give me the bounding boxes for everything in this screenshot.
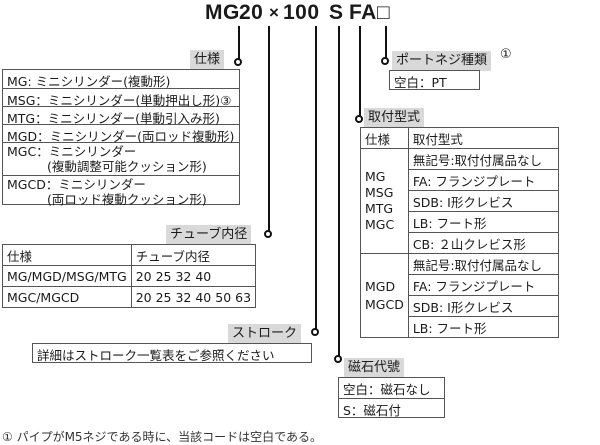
table-row: MG/MGD/MSG/MTG 20 25 32 40	[2, 265, 257, 287]
connector-dot-stroke	[311, 328, 319, 336]
bore-header-row: 仕様 チューブ内径	[2, 244, 257, 266]
connector-dot-port	[381, 57, 389, 65]
table-row: SDB: I形クレビス	[361, 295, 559, 317]
magnet-item: S：磁石付	[339, 398, 444, 418]
model-msg: MSG	[365, 185, 394, 200]
mount-header-spec: 仕様	[360, 127, 409, 149]
spec-title: 仕様	[190, 50, 225, 70]
bore-title: チューブ内径	[166, 225, 252, 245]
model-mgc: MGC	[365, 217, 395, 232]
spec-item-mgcd: MGCD：ミニシリンダー (両ロッド複動クッション形)	[3, 175, 239, 207]
mount-group1-models: MG MSG MTG MGC	[360, 148, 409, 254]
mount-header-row: 仕様 取付型式	[360, 127, 559, 149]
bore-sizes: 20 25 32 40	[130, 265, 257, 287]
port-title: ポートネジ種類	[392, 51, 492, 71]
spec-item-mgc: MGC：ミニシリンダー (複動調整可能クッション形)	[3, 142, 239, 175]
model-mgcd: MGCD	[365, 296, 404, 312]
spec-item: MSG：ミニシリンダー(単動押出し形)③	[3, 88, 239, 108]
code-magnet: S	[329, 1, 344, 24]
model-mg: MG	[365, 169, 386, 184]
model-mgd: MGD	[365, 278, 396, 294]
connector-dot-magnet	[334, 355, 342, 363]
bore-spec: MGC/MGCD	[2, 286, 132, 308]
footnote: ① パイプがM5ネジである時に、当該コードは空白である。	[2, 430, 322, 444]
spec-item: MGD：ミニシリンダー(両ロッド複動形)	[3, 124, 239, 144]
bore-sizes: 20 25 32 40 50 63	[130, 286, 257, 308]
bore-table: 仕様 チューブ内径 MG/MGD/MSG/MTG 20 25 32 40 MGC…	[2, 244, 257, 308]
table-row: CB: ２山クレビス形	[361, 232, 559, 254]
connector-stroke	[315, 26, 317, 334]
code-mount: FA	[349, 1, 377, 24]
stroke-box: 詳細はストローク一覧表をご参照ください	[32, 343, 312, 363]
table-row: LB: フート形	[361, 211, 559, 233]
code-port: □	[377, 1, 391, 24]
spec-mgc-line2: (複動調整可能クッション形)	[47, 159, 207, 174]
mount-option: 無記号:取付付属品なし	[407, 253, 559, 275]
code-times: ×	[269, 3, 280, 22]
spec-box: MG: ミニシリンダー(複動形) MSG：ミニシリンダー(単動押出し形)③ MT…	[2, 69, 240, 207]
stroke-title: ストローク	[228, 324, 302, 344]
mount-option: LB: フート形	[407, 316, 559, 338]
spec-item: MG: ミニシリンダー(複動形)	[7, 74, 171, 89]
mount-group2-models: MGD MGCD	[360, 253, 409, 338]
connector-magnet	[338, 26, 340, 358]
mount-table: 仕様 取付型式 MG MSG MTG MGC 無記号:取付付属品なし FA: フ…	[360, 127, 559, 338]
port-item: 空白：PT	[394, 75, 447, 90]
table-row: LB: フート形	[361, 316, 559, 338]
mount-option: SDB: I形クレビス	[407, 190, 559, 212]
mount-option: SDB: I形クレビス	[407, 295, 559, 317]
magnet-box: 空白：磁石なし S：磁石付	[338, 377, 445, 418]
model-mtg: MTG	[365, 201, 394, 216]
spec-mgcd-line1: MGCD：ミニシリンダー	[7, 177, 146, 192]
table-row: MGD MGCD 無記号:取付付属品なし	[360, 253, 559, 338]
mount-header-type: 取付型式	[407, 127, 559, 149]
table-row: MG MSG MTG MGC 無記号:取付付属品なし	[360, 148, 559, 254]
table-row: MGC/MGCD 20 25 32 40 50 63	[2, 286, 257, 308]
port-box: 空白：PT	[389, 70, 480, 90]
mount-option: 無記号:取付付属品なし	[407, 148, 559, 170]
connector-dot-spec	[234, 58, 242, 66]
connector-mount	[359, 26, 361, 119]
mount-option: LB: フート形	[407, 211, 559, 233]
connector-port	[385, 26, 387, 62]
magnet-title: 磁石代號	[344, 358, 405, 378]
connector-dot-mount	[355, 115, 363, 123]
bore-header-spec: 仕様	[2, 244, 132, 266]
spec-mgc-line1: MGC：ミニシリンダー	[7, 144, 137, 159]
stroke-item: 詳細はストローク一覧表をご参照ください	[37, 348, 275, 363]
code-stroke: 100	[283, 1, 320, 24]
connector-spec	[238, 26, 240, 61]
magnet-item: 空白：磁石なし	[343, 382, 431, 397]
code-series: MG	[205, 1, 240, 24]
bore-spec: MG/MGD/MSG/MTG	[2, 265, 132, 287]
mount-option: CB: ２山クレビス形	[407, 232, 559, 254]
code-bore: 20	[239, 1, 264, 24]
port-note-mark: ①	[500, 47, 512, 62]
mount-option: FA: フランジプレート	[407, 274, 559, 296]
mount-title: 取付型式	[364, 108, 425, 128]
connector-bore	[268, 26, 270, 234]
mount-option: FA: フランジプレート	[407, 169, 559, 191]
table-row: FA: フランジプレート	[361, 169, 559, 191]
spec-item: MTG：ミニシリンダー(単動引入み形)	[3, 106, 239, 126]
connector-dot-bore	[264, 230, 272, 238]
spec-mgcd-line2: (両ロッド複動クッション形)	[47, 192, 207, 207]
bore-header-size: チューブ内径	[130, 244, 257, 266]
